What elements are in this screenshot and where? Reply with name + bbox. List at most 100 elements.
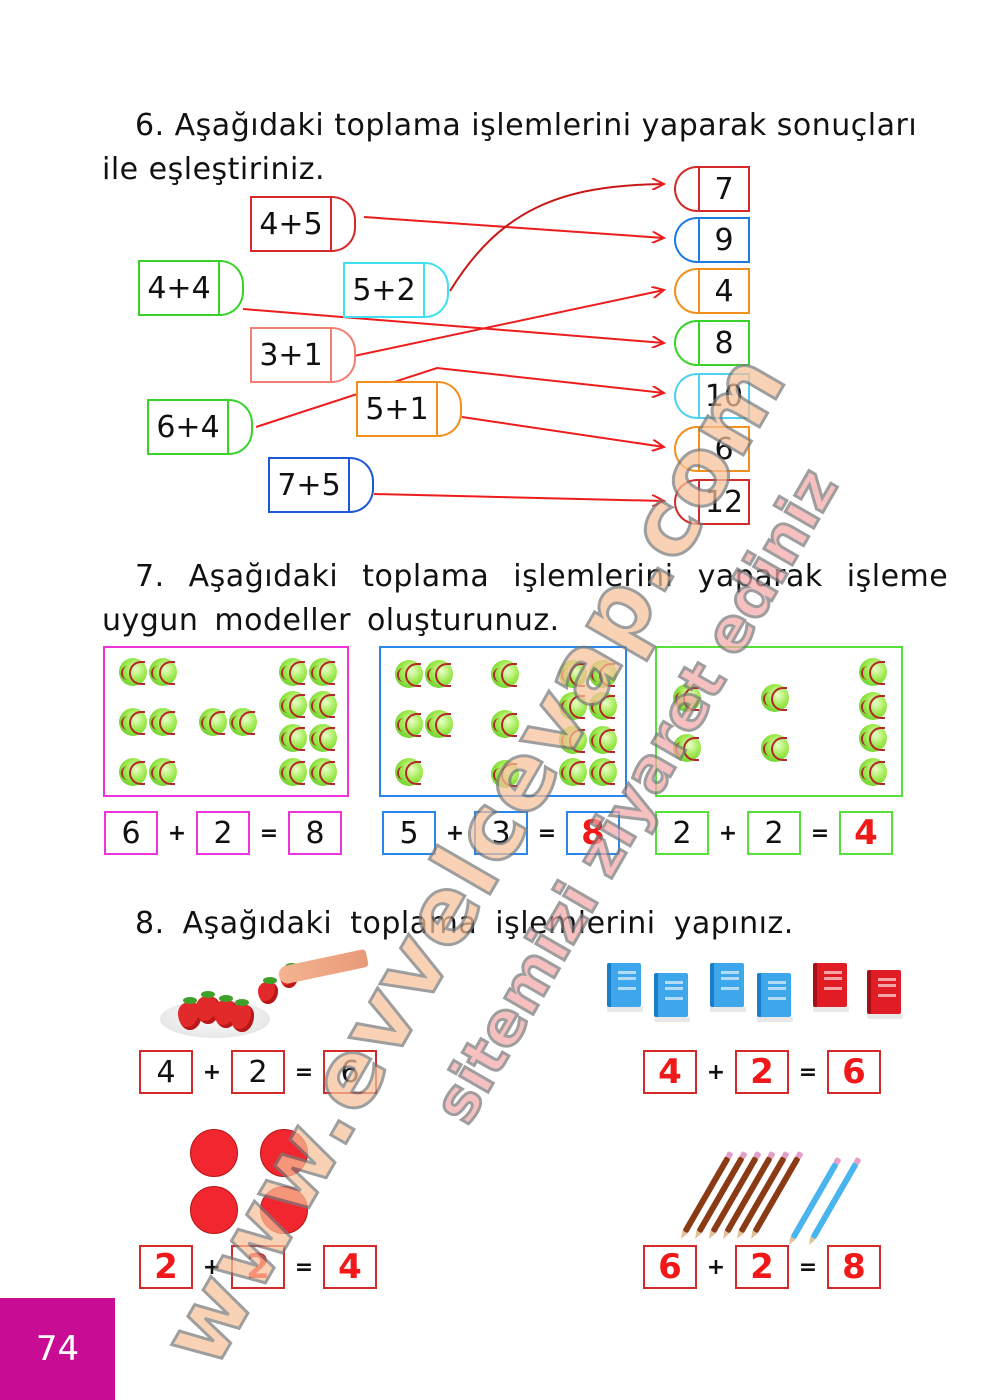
- ball-icon: [279, 758, 307, 786]
- model-equation-3: 2 + 2 = 4: [655, 811, 893, 855]
- ball-icon: [149, 758, 177, 786]
- addend-a-box[interactable]: 5: [382, 811, 436, 855]
- line-4plus4-to-8: [242, 308, 664, 343]
- result-label: 8: [698, 320, 750, 366]
- ball-icon: [199, 708, 227, 736]
- exercise-6-title-line1: 6. Aşağıdaki toplama işlemlerini yaparak…: [135, 108, 918, 143]
- ball-icon: [859, 758, 887, 786]
- ball-icon: [491, 710, 519, 738]
- addend-b-box[interactable]: 2: [747, 811, 801, 855]
- ball-icon: [309, 724, 337, 752]
- plus-sign: +: [202, 1254, 222, 1280]
- plus-sign: +: [202, 1059, 222, 1085]
- addend-b-box[interactable]: 2: [231, 1050, 285, 1094]
- line-5plus1-to-6: [461, 416, 664, 447]
- addend-b-box[interactable]: 2: [231, 1245, 285, 1289]
- result-label: 9: [698, 217, 750, 263]
- ball-icon: [559, 660, 587, 688]
- exercise-6-title-line2: ile eşleştiriniz.: [102, 152, 326, 187]
- line-4plus5-to-9: [363, 216, 664, 238]
- ball-icon: [761, 684, 789, 712]
- model-box-1: [103, 646, 349, 797]
- ball-icon: [119, 758, 147, 786]
- exercise-7-title-line2: uygun modeller oluşturunuz.: [102, 603, 560, 638]
- sum-box[interactable]: 4: [323, 1245, 377, 1289]
- ball-icon: [119, 658, 147, 686]
- expression-label: 4+5: [250, 196, 332, 252]
- addend-a-box[interactable]: 2: [139, 1245, 193, 1289]
- ball-icon: [309, 691, 337, 719]
- plus-sign: +: [167, 820, 187, 846]
- addend-a-box[interactable]: 4: [139, 1050, 193, 1094]
- expression-6plus4[interactable]: 6+4: [147, 399, 253, 455]
- expression-label: 7+5: [268, 457, 350, 513]
- ball-icon: [589, 692, 617, 720]
- model-equation-1: 6 + 2 = 8: [104, 811, 342, 855]
- addend-a-box[interactable]: 2: [655, 811, 709, 855]
- ball-icon: [279, 658, 307, 686]
- sum-box[interactable]: 4: [839, 811, 893, 855]
- plus-sign: +: [718, 820, 738, 846]
- expression-label: 5+1: [356, 381, 438, 437]
- sum-box[interactable]: 6: [323, 1050, 377, 1094]
- addend-a-box[interactable]: 6: [104, 811, 158, 855]
- matching-lines: [242, 0, 993, 560]
- problem-strawberries-equation: 4 + 2 = 6: [139, 1050, 377, 1094]
- result-label: 4: [698, 268, 750, 314]
- expression-5plus1[interactable]: 5+1: [356, 381, 462, 437]
- equals-sign: =: [259, 820, 279, 846]
- expression-7plus5[interactable]: 7+5: [268, 457, 374, 513]
- ball-icon: [149, 658, 177, 686]
- equals-sign: =: [537, 820, 557, 846]
- ball-icon: [859, 658, 887, 686]
- ball-icon: [119, 708, 147, 736]
- expression-4plus5[interactable]: 4+5: [250, 196, 356, 252]
- ball-icon: [279, 724, 307, 752]
- sum-box[interactable]: 6: [827, 1050, 881, 1094]
- plus-sign: +: [706, 1254, 726, 1280]
- result-label: 10: [698, 373, 750, 419]
- problem-pencils-equation: 6 + 2 = 8: [643, 1245, 881, 1289]
- expression-5plus2[interactable]: 5+2: [343, 262, 449, 318]
- equals-sign: =: [798, 1254, 818, 1280]
- model-box-2: [379, 646, 627, 797]
- result-7[interactable]: 7: [674, 166, 750, 212]
- ball-icon: [491, 760, 519, 788]
- exercise-8-title: 8. Aşağıdaki toplama işlemlerini yapınız…: [135, 906, 794, 941]
- ball-icon: [859, 692, 887, 720]
- ball-icon: [395, 710, 423, 738]
- ball-icon: [673, 684, 701, 712]
- ball-icon: [491, 660, 519, 688]
- sum-box[interactable]: 8: [827, 1245, 881, 1289]
- addend-a-box[interactable]: 4: [643, 1050, 697, 1094]
- ball-icon: [279, 691, 307, 719]
- ball-icon: [309, 658, 337, 686]
- addend-b-box[interactable]: 2: [735, 1050, 789, 1094]
- expression-label: 6+4: [147, 399, 229, 455]
- line-7plus5-to-12: [373, 493, 664, 501]
- result-label: 12: [698, 479, 750, 525]
- result-12[interactable]: 12: [674, 479, 750, 525]
- ball-icon: [589, 758, 617, 786]
- expression-4plus4[interactable]: 4+4: [138, 260, 244, 316]
- expression-label: 4+4: [138, 260, 220, 316]
- line-6plus4-to-10: [255, 366, 664, 428]
- result-10[interactable]: 10: [674, 373, 750, 419]
- addend-a-box[interactable]: 6: [643, 1245, 697, 1289]
- result-label: 6: [698, 426, 750, 472]
- result-6[interactable]: 6: [674, 426, 750, 472]
- result-9[interactable]: 9: [674, 217, 750, 263]
- page-number: 74: [0, 1298, 115, 1400]
- result-8[interactable]: 8: [674, 320, 750, 366]
- addend-b-box[interactable]: 2: [196, 811, 250, 855]
- ball-icon: [425, 710, 453, 738]
- equals-sign: =: [294, 1059, 314, 1085]
- addend-b-box[interactable]: 3: [474, 811, 528, 855]
- ball-icon: [395, 758, 423, 786]
- sum-box[interactable]: 8: [288, 811, 342, 855]
- result-4[interactable]: 4: [674, 268, 750, 314]
- sum-box[interactable]: 8: [566, 811, 620, 855]
- addend-b-box[interactable]: 2: [735, 1245, 789, 1289]
- model-box-3: [655, 646, 903, 797]
- expression-3plus1[interactable]: 3+1: [250, 327, 356, 383]
